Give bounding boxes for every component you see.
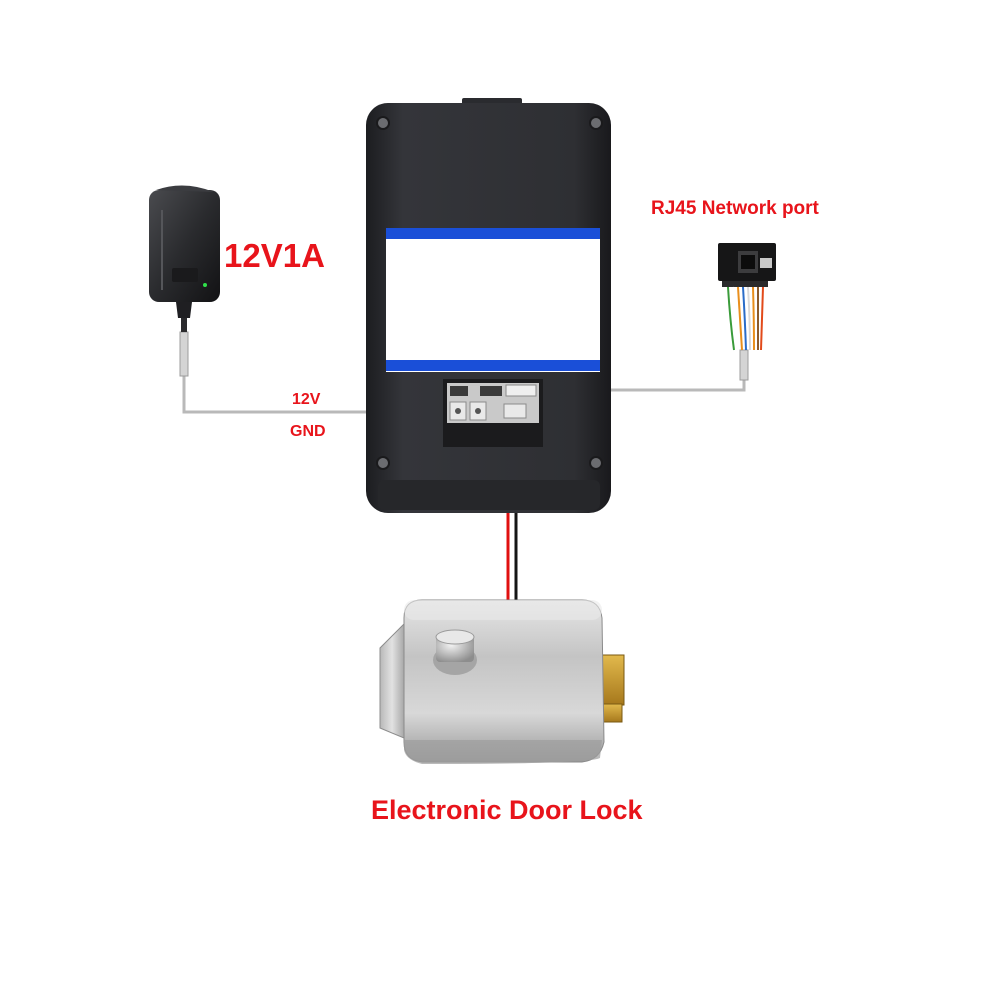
- electronic-lock-icon: [379, 599, 625, 764]
- terminal-block: [443, 379, 543, 447]
- screen-band-top: [386, 228, 600, 239]
- adapter-cable-sleeve: [179, 331, 189, 377]
- screen-band-bottom: [386, 360, 600, 371]
- adapter-rating-label: 12V1A: [224, 237, 325, 274]
- power-adapter-icon: [149, 185, 220, 332]
- rj45-connector-icon: [718, 243, 776, 351]
- network-cable-sleeve: [739, 349, 749, 381]
- door-lock-label: Electronic Door Lock: [371, 795, 643, 825]
- wire-gnd-label: GND: [290, 423, 326, 440]
- screen-panel: [386, 228, 600, 372]
- network-port-label: RJ45 Network port: [651, 198, 819, 219]
- wire-12v-label: 12V: [292, 391, 321, 408]
- intercom-unit-icon: [366, 98, 611, 513]
